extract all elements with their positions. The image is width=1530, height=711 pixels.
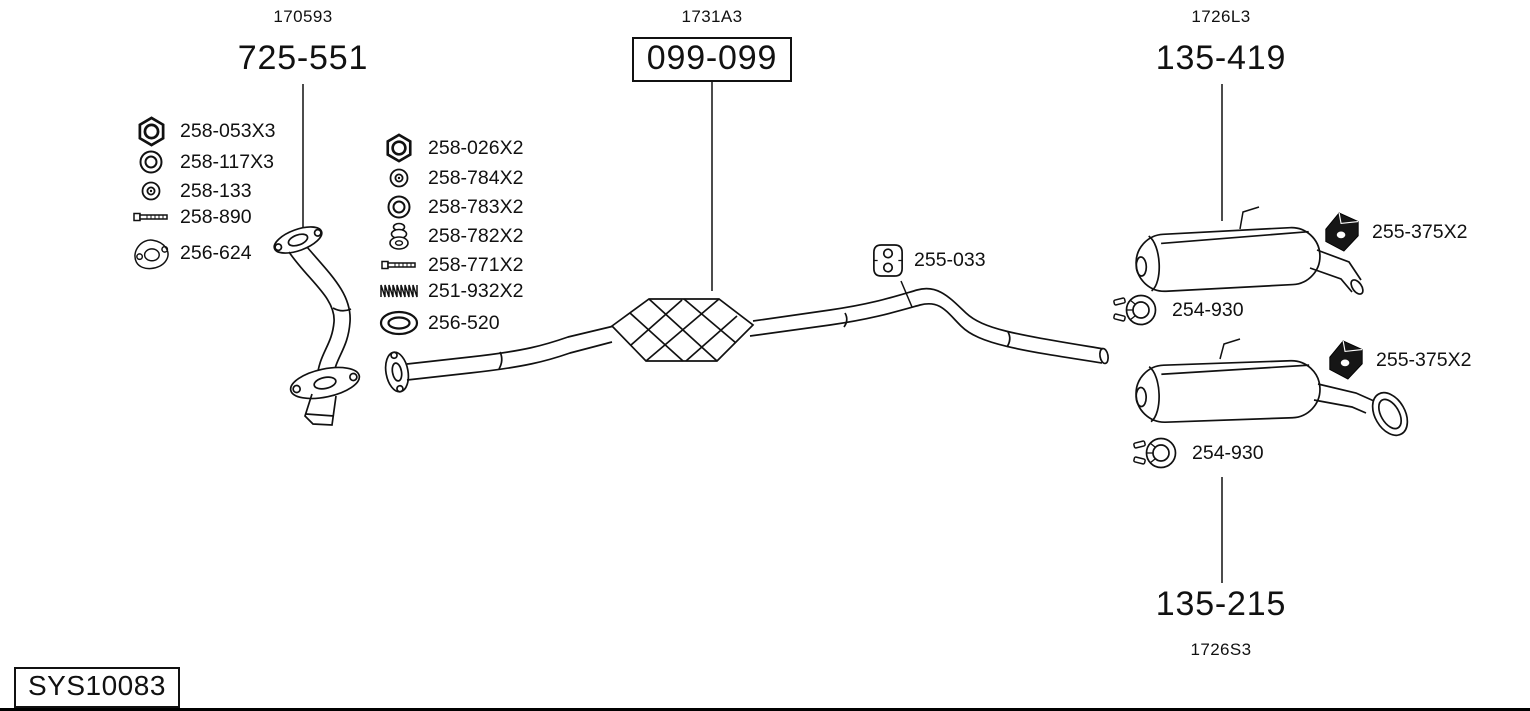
hex-nut-icon xyxy=(138,116,164,146)
ring-gasket-icon xyxy=(379,310,419,336)
spring-icon xyxy=(380,284,418,298)
part-number-label: 258-771X2 xyxy=(428,253,524,276)
ring-washer-icon xyxy=(387,195,411,219)
ring-washer-icon xyxy=(139,150,163,174)
part-list-item: 251-932X2 xyxy=(378,276,523,306)
part-number-main-boxed: 099-099 xyxy=(631,37,793,82)
section-title-rear-bottom: 135-215 1726S3 xyxy=(1101,585,1341,660)
clamp-callout-bottom: 254-930 xyxy=(1132,434,1264,472)
pipe-clamp-icon xyxy=(1132,437,1177,469)
hex-nut-icon xyxy=(386,133,412,163)
bolt-icon xyxy=(133,212,168,222)
flat-washer-icon xyxy=(141,181,161,201)
ref-code: 170593 xyxy=(273,7,333,26)
part-list-item: 258-784X2 xyxy=(378,163,523,193)
part-number-label: 258-133 xyxy=(180,179,252,202)
part-number-label: 254-930 xyxy=(1192,441,1264,464)
part-number-label: 258-782X2 xyxy=(428,224,524,247)
part-number-label: 254-930 xyxy=(1172,298,1244,321)
clamp-callout-top: 254-930 xyxy=(1112,291,1244,329)
part-list-item: 258-053X3 xyxy=(130,116,275,146)
catalytic-converter-drawing xyxy=(610,298,755,362)
part-list-item: 256-520 xyxy=(378,306,500,340)
part-number-label: 255-375X2 xyxy=(1372,220,1468,243)
bracket-callout-bottom: 255-375X2 xyxy=(1326,338,1471,382)
ref-code: 1726L3 xyxy=(1191,7,1251,26)
part-number-label: 251-932X2 xyxy=(428,279,524,302)
section-title-rear-top: 1726L3 135-419 xyxy=(1101,7,1341,78)
leader-255-033 xyxy=(900,280,913,308)
part-list-item: 258-133 xyxy=(130,176,252,206)
rear-muffler-top-drawing xyxy=(1135,206,1364,295)
system-id-box: SYS10083 xyxy=(14,667,180,708)
pipe-hanger-callout: 255-033 xyxy=(872,243,986,278)
section-title-center-pipe: 1731A3 099-099 xyxy=(592,7,832,82)
part-list-item: 258-782X2 xyxy=(378,221,523,251)
part-list-item: 258-117X3 xyxy=(130,147,274,177)
part-number-label: 258-053X3 xyxy=(180,119,276,142)
part-number-label: 258-784X2 xyxy=(428,166,524,189)
center-pipe-drawing xyxy=(406,287,1109,381)
bottom-border-line xyxy=(0,708,1530,711)
ref-code: 1726S3 xyxy=(1190,640,1252,659)
center-pipe-flange xyxy=(384,351,410,393)
system-id-label: SYS10083 xyxy=(28,670,166,701)
section-title-front-pipe: 170593 725-551 xyxy=(183,7,423,78)
mounting-bracket-icon xyxy=(1329,340,1363,380)
part-list-item: 256-624 xyxy=(130,232,252,274)
leader-lines xyxy=(302,82,1223,583)
part-number-label: 255-033 xyxy=(914,249,986,271)
part-number-label: 255-375X2 xyxy=(1376,348,1472,371)
part-number-label: 256-520 xyxy=(428,311,500,334)
part-list-item: 258-026X2 xyxy=(378,133,523,163)
part-number-label: 258-890 xyxy=(180,205,252,228)
part-number-label: 258-783X2 xyxy=(428,195,524,218)
part-list-item: 258-771X2 xyxy=(378,250,523,280)
flange-gasket-icon xyxy=(134,239,169,270)
rubber-grommet-icon xyxy=(389,222,409,250)
part-number-main: 135-419 xyxy=(1155,39,1287,77)
part-number-main: 135-215 xyxy=(1155,585,1287,623)
part-number-label: 256-624 xyxy=(180,241,252,264)
ref-code: 1731A3 xyxy=(681,7,743,26)
front-pipe-drawing xyxy=(273,226,361,426)
mounting-bracket-icon xyxy=(1325,212,1359,252)
part-list-item: 258-783X2 xyxy=(378,192,523,222)
part-list-item: 258-890 xyxy=(130,202,252,232)
flat-washer-icon xyxy=(389,168,409,188)
part-number-main: 725-551 xyxy=(237,39,369,77)
rubber-hanger-icon xyxy=(873,244,903,277)
rear-muffler-bottom-drawing xyxy=(1135,338,1409,437)
pipe-clamp-icon xyxy=(1112,294,1157,326)
bolt-icon xyxy=(381,260,416,270)
part-number-label: 258-026X2 xyxy=(428,136,524,159)
part-number-label: 258-117X3 xyxy=(180,150,274,173)
bracket-callout-top: 255-375X2 xyxy=(1322,210,1467,254)
